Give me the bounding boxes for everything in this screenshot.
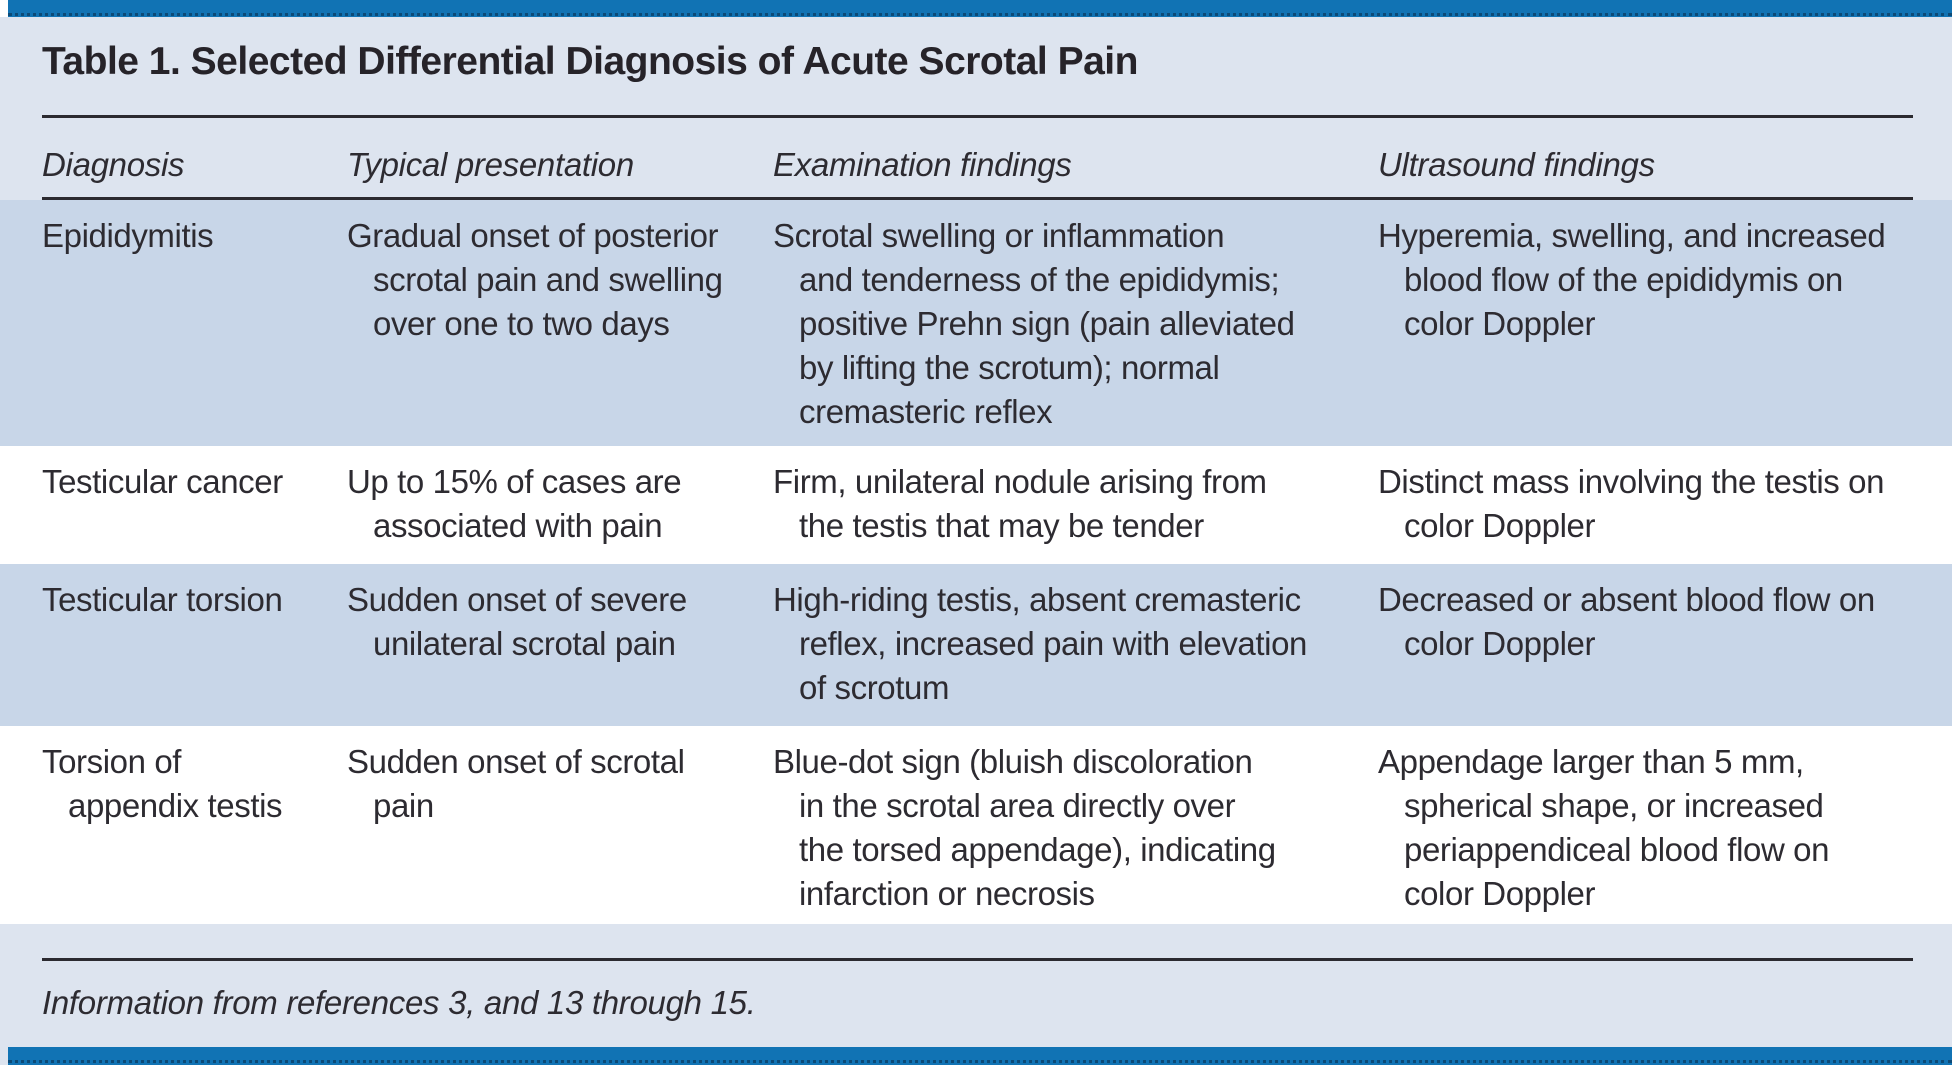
header-divider — [42, 197, 1913, 200]
cell-line: Epididymitis — [42, 217, 214, 254]
cell-line: Torsion of — [42, 743, 182, 780]
cell-line: pain — [373, 787, 434, 824]
cell-line: scrotal pain and swelling — [373, 261, 723, 298]
cell-line: Appendage larger than 5 mm, — [1378, 743, 1804, 780]
cell-typical-presentation: Gradual onset of posterior scrotal pain a… — [347, 214, 773, 446]
cell-examination-findings: Firm, unilateral nodule arising from the … — [773, 460, 1378, 564]
source-note: Information from references 3, and 13 th… — [42, 984, 756, 1021]
cell-line: the testis that may be tender — [799, 507, 1204, 544]
cell-line: Testicular torsion — [42, 581, 283, 618]
cell-ultrasound-findings: Distinct mass involving the testis on col… — [1378, 460, 1913, 564]
page-corner — [0, 0, 8, 17]
cell-diagnosis: Epididymitis — [42, 214, 347, 446]
cell-line: unilateral scrotal pain — [373, 625, 676, 662]
table-body: Epididymitis Gradual onset of posterior sc… — [0, 200, 1952, 924]
cell-line: associated with pain — [373, 507, 663, 544]
cell-line: periappendiceal blood flow on — [1404, 831, 1830, 868]
cell-ultrasound-findings: Decreased or absent blood flow on color D… — [1378, 578, 1913, 726]
cell-line: Up to 15% of cases are — [347, 463, 682, 500]
cell-line: Blue-dot sign (bluish discoloration — [773, 743, 1253, 780]
column-header-typical-presentation: Typical presentation — [347, 146, 634, 183]
cell-line: Distinct mass involving the testis on — [1378, 463, 1885, 500]
table-row-testicular-cancer: Testicular cancer Up to 15% of cases are a… — [0, 446, 1952, 564]
top-accent-bar — [8, 0, 1952, 17]
cell-diagnosis: Testicular cancer — [42, 460, 347, 564]
cell-line: blood flow of the epididymis on — [1404, 261, 1843, 298]
cell-line: infarction or necrosis — [799, 875, 1095, 912]
cell-line: cremasteric reflex — [799, 393, 1053, 430]
cell-line: color Doppler — [1404, 625, 1596, 662]
cell-diagnosis: Testicular torsion — [42, 578, 347, 726]
table-row-testicular-torsion: Testicular torsion Sudden onset of severe… — [0, 564, 1952, 726]
column-header-ultrasound-findings: Ultrasound findings — [1378, 146, 1655, 183]
table-row-epididymitis: Epididymitis Gradual onset of posterior sc… — [0, 200, 1952, 446]
cell-typical-presentation: Sudden onset of severe unilateral scrotal… — [347, 578, 773, 726]
table-row-torsion-of-appendix-testis: Torsion of appendix testis Sudden onset of… — [0, 726, 1952, 924]
cell-typical-presentation: Sudden onset of scrotal pain — [347, 740, 773, 924]
cell-line: Scrotal swelling or inflammation — [773, 217, 1225, 254]
cell-line: over one to two days — [373, 305, 670, 342]
cell-line: Gradual onset of posterior — [347, 217, 719, 254]
cell-line: reflex, increased pain with elevation — [799, 625, 1307, 662]
cell-examination-findings: Blue-dot sign (bluish discoloration in th… — [773, 740, 1378, 924]
column-header-examination-findings: Examination findings — [773, 146, 1072, 183]
cell-line: positive Prehn sign (pain alleviated — [799, 305, 1295, 342]
column-header-diagnosis: Diagnosis — [42, 146, 185, 183]
table-header-row: Diagnosis Typical presentation Examination… — [42, 146, 1913, 184]
cell-line: Firm, unilateral nodule arising from — [773, 463, 1267, 500]
cell-line: Sudden onset of scrotal — [347, 743, 685, 780]
footer-divider — [42, 958, 1913, 961]
cell-ultrasound-findings: Hyperemia, swelling, and increased blood … — [1378, 214, 1913, 446]
bottom-accent-bar — [8, 1047, 1952, 1065]
cell-line: color Doppler — [1404, 305, 1596, 342]
cell-line: and tenderness of the epididymis; — [799, 261, 1280, 298]
cell-line: Testicular cancer — [42, 463, 283, 500]
cell-line: the torsed appendage), indicating — [799, 831, 1276, 868]
cell-examination-findings: Scrotal swelling or inflammation and tend… — [773, 214, 1378, 446]
cell-line: Decreased or absent blood flow on — [1378, 581, 1875, 618]
cell-ultrasound-findings: Appendage larger than 5 mm, spherical sha… — [1378, 740, 1913, 924]
cell-line: Sudden onset of severe — [347, 581, 687, 618]
cell-line: spherical shape, or increased — [1404, 787, 1824, 824]
cell-line: appendix testis — [68, 787, 283, 824]
cell-line: Hyperemia, swelling, and increased — [1378, 217, 1886, 254]
cell-line: color Doppler — [1404, 875, 1596, 912]
cell-line: High-riding testis, absent cremasteric — [773, 581, 1301, 618]
cell-line: in the scrotal area directly over — [799, 787, 1236, 824]
cell-line: color Doppler — [1404, 507, 1596, 544]
cell-typical-presentation: Up to 15% of cases are associated with pa… — [347, 460, 773, 564]
cell-examination-findings: High-riding testis, absent cremasteric re… — [773, 578, 1378, 726]
cell-line: by lifting the scrotum); normal — [799, 349, 1220, 386]
cell-diagnosis: Torsion of appendix testis — [42, 740, 347, 924]
table-title: Table 1. Selected Differential Diagnosis… — [42, 40, 1138, 83]
title-divider — [42, 115, 1913, 118]
cell-line: of scrotum — [799, 669, 950, 706]
